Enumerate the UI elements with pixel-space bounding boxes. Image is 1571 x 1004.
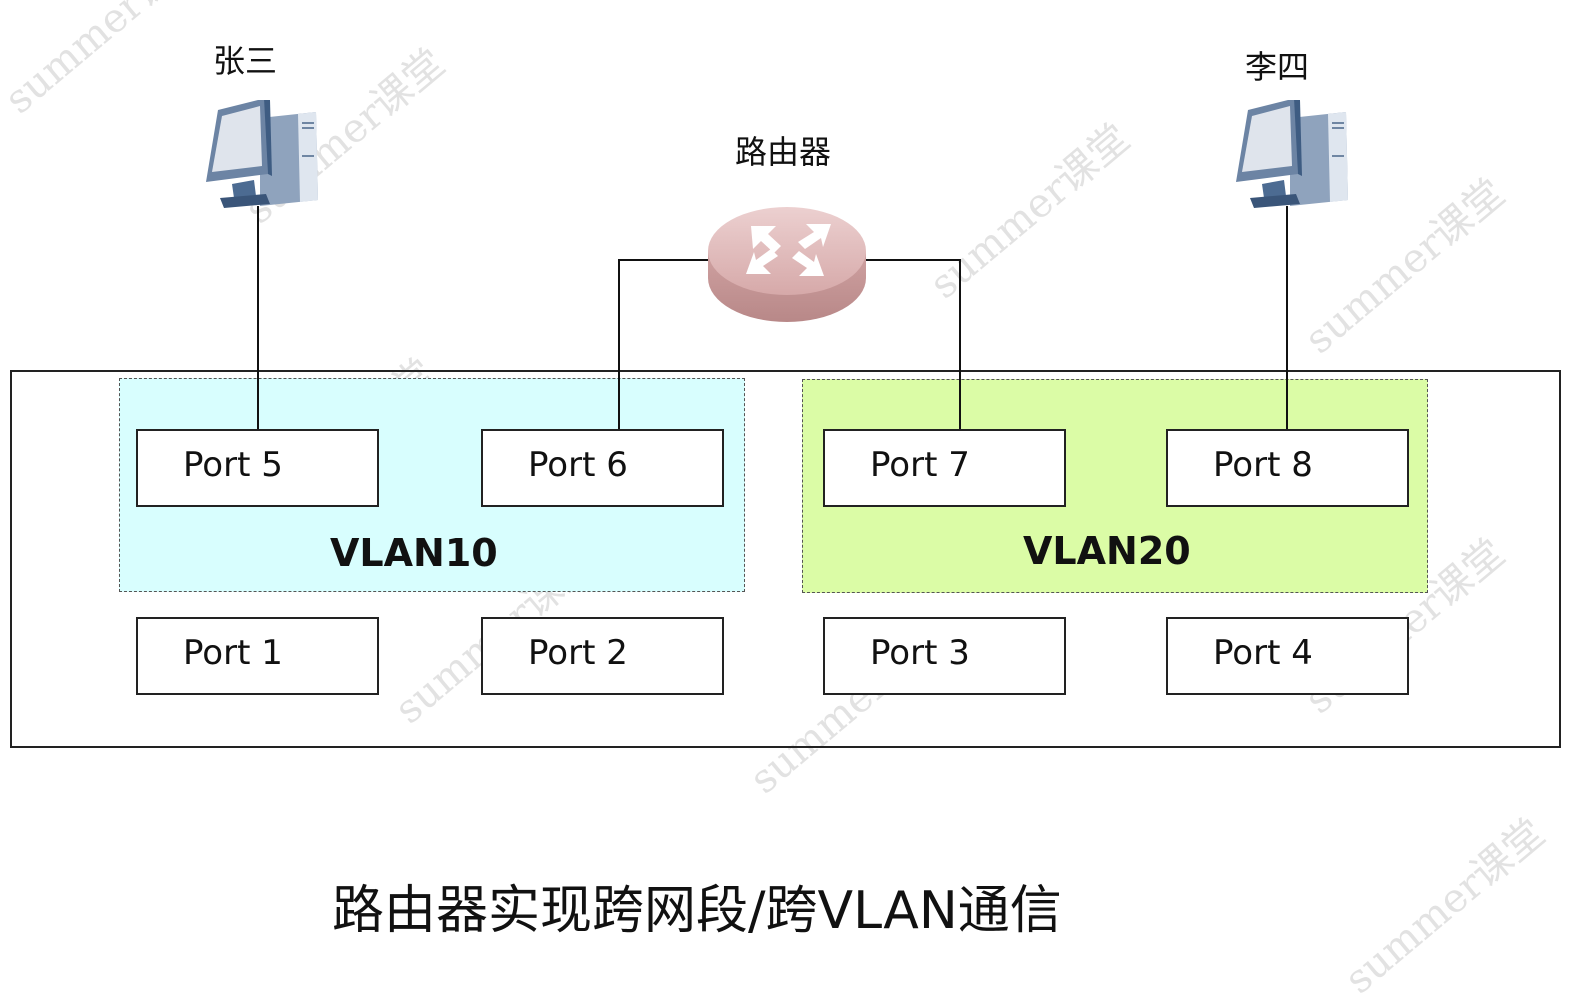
port-label: Port 5 [183,445,283,485]
router-label: 路由器 [735,133,832,171]
port-7[interactable]: Port 7 [823,429,1066,507]
host-label-lisi: 李四 [1245,48,1310,86]
port-label: Port 7 [870,445,970,485]
wire-router-port7-v [959,259,961,430]
port-label: Port 4 [1213,633,1313,673]
router-icon [708,207,866,322]
diagram-caption: 路由器实现跨网段/跨VLAN通信 [332,881,1062,941]
port-2[interactable]: Port 2 [481,617,724,695]
watermark: summer课堂 [1336,810,1554,1003]
port-5[interactable]: Port 5 [136,429,379,507]
desktop-computer-icon [1236,100,1348,208]
switch-box [10,370,1561,748]
port-1[interactable]: Port 1 [136,617,379,695]
port-label: Port 3 [870,633,970,673]
port-label: Port 1 [183,633,283,673]
port-6[interactable]: Port 6 [481,429,724,507]
wire-router-port6-h [618,259,710,261]
watermark: summer课堂 [921,115,1139,308]
watermark: summer课堂 [0,0,214,123]
port-4[interactable]: Port 4 [1166,617,1409,695]
wire-router-port6-v [618,259,620,430]
wire-router-port7-h [864,259,961,261]
port-3[interactable]: Port 3 [823,617,1066,695]
port-label: Port 2 [528,633,628,673]
wire-zhangsan-port5 [257,206,259,430]
wire-lisi-port8 [1286,206,1288,430]
vlan20-label: VLAN20 [1023,529,1191,573]
port-label: Port 8 [1213,445,1313,485]
port-label: Port 6 [528,445,628,485]
vlan10-label: VLAN10 [330,531,498,575]
port-8[interactable]: Port 8 [1166,429,1409,507]
desktop-computer-icon [206,100,318,208]
host-label-zhangsan: 张三 [213,42,278,80]
